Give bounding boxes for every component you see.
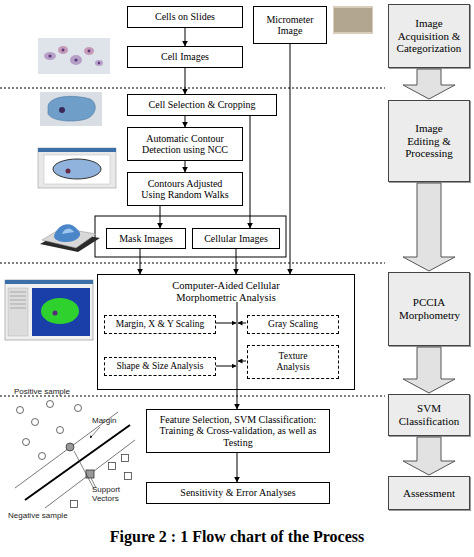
process-box: Cell Images <box>127 46 243 68</box>
analysis-step-box: Gray Scaling <box>247 315 339 334</box>
process-box: Sensitivity & Error Analyses <box>146 482 330 504</box>
node-text: SVM Classification <box>391 402 467 427</box>
analysis-group-box: Computer-Aided Cellular Morphometric Ana… <box>97 274 355 390</box>
illustration-label: Positive sample <box>14 388 70 397</box>
node-text: Cell Images <box>161 51 209 63</box>
node-text: Cell Selection & Cropping <box>149 99 256 111</box>
input-box: Micrometer Image <box>253 6 327 44</box>
computer-aided-internal-arrows <box>215 302 246 389</box>
node-text: Texture Analysis <box>268 351 318 373</box>
internal-arrow <box>215 366 236 367</box>
negative-samples <box>71 455 132 508</box>
process-box: Cell Selection & Cropping <box>127 94 277 116</box>
illustration-label: Margin <box>92 417 116 426</box>
svm-illustration <box>15 401 135 509</box>
node-text: Sensitivity & Error Analyses <box>180 487 295 499</box>
internal-arrow <box>238 361 246 362</box>
node-text: Automatic Contour Detection using NCC <box>135 133 235 156</box>
flow-arrow <box>185 28 186 46</box>
node-text: Assessment <box>403 487 455 500</box>
process-box: Contours Adjusted Using Random Walks <box>127 172 243 206</box>
process-box: Feature Selection, SVM Classification: T… <box>146 409 330 453</box>
node-text: Shape & Size Analysis <box>117 361 204 372</box>
internal-arrow <box>215 323 236 324</box>
node-text: Cellular Images <box>204 233 268 245</box>
stage-arrow <box>403 69 455 99</box>
illustration-label: Negative sample <box>8 512 68 521</box>
flow-arrow <box>160 206 161 228</box>
flow-arrow <box>140 249 141 274</box>
node-text: Feature Selection, SVM Classification: T… <box>150 414 326 449</box>
flow-arrow <box>236 249 237 274</box>
flow-arrow <box>185 116 186 127</box>
node-text: Mask Images <box>119 233 173 245</box>
cropped-cell-thumbnail <box>40 92 102 126</box>
micrometer-image <box>333 6 373 34</box>
section-divider <box>0 88 385 396</box>
stage-box: Image Acquisition & Categorization <box>388 4 470 68</box>
positive-samples <box>17 401 82 460</box>
stage-arrow <box>403 437 455 475</box>
analysis-step-box: Margin, X & Y Scaling <box>104 315 216 334</box>
node-text: Contours Adjusted Using Random Walks <box>135 178 235 201</box>
margin-line <box>45 440 135 508</box>
output-box: Cellular Images <box>192 228 280 249</box>
software-screenshot <box>38 148 116 188</box>
node-text: Image Acquisition & Categorization <box>391 17 467 55</box>
node-text: Cells on Slides <box>155 11 215 23</box>
support-vector <box>86 470 94 478</box>
flow-arrow <box>237 453 238 482</box>
figure-caption: Figure 2 : 1 Flow chart of the Process <box>0 528 474 546</box>
support-vector <box>66 443 74 451</box>
analysis-step-box: Shape & Size Analysis <box>104 357 216 376</box>
leader-line <box>74 451 94 489</box>
analysis-step-box: Texture Analysis <box>247 345 339 379</box>
flow-arrow <box>290 44 291 274</box>
cell-images-thumbnail <box>38 38 110 74</box>
margin-line <box>15 412 118 488</box>
process-box: Cells on Slides <box>127 6 243 28</box>
flow-arrow <box>237 390 238 409</box>
flow-arrow <box>185 161 186 172</box>
node-text: Gray Scaling <box>268 319 318 330</box>
stage-box: Image Editing & Processing <box>388 100 470 182</box>
node-text: Image Editing & Processing <box>399 122 459 160</box>
flow-arrow <box>185 68 186 94</box>
output-box: Mask Images <box>106 228 186 249</box>
image-group-frame <box>95 216 286 257</box>
stage-box: Assessment <box>388 476 470 510</box>
node-text: Micrometer Image <box>260 14 320 37</box>
stage-box: SVM Classification <box>388 394 470 436</box>
illustration-label: Support Vectors <box>92 486 132 504</box>
collector-line <box>237 302 238 389</box>
divider-line <box>0 88 385 89</box>
margin-pointer <box>90 427 100 438</box>
node-text: Margin, X & Y Scaling <box>116 319 205 330</box>
divider-line <box>0 263 385 264</box>
stage-arrow <box>403 183 455 271</box>
node-text: PCCIA Morphometry <box>399 296 459 321</box>
stage-box: PCCIA Morphometry <box>388 272 470 346</box>
flow-arrow <box>250 116 251 228</box>
stage-arrow <box>403 347 455 393</box>
surface-plot <box>40 224 100 252</box>
analysis-screenshot <box>5 280 93 340</box>
internal-arrow <box>238 323 246 324</box>
node-text: Computer-Aided Cellular Morphometric Ana… <box>141 280 311 304</box>
process-box: Automatic Contour Detection using NCC <box>127 127 243 161</box>
